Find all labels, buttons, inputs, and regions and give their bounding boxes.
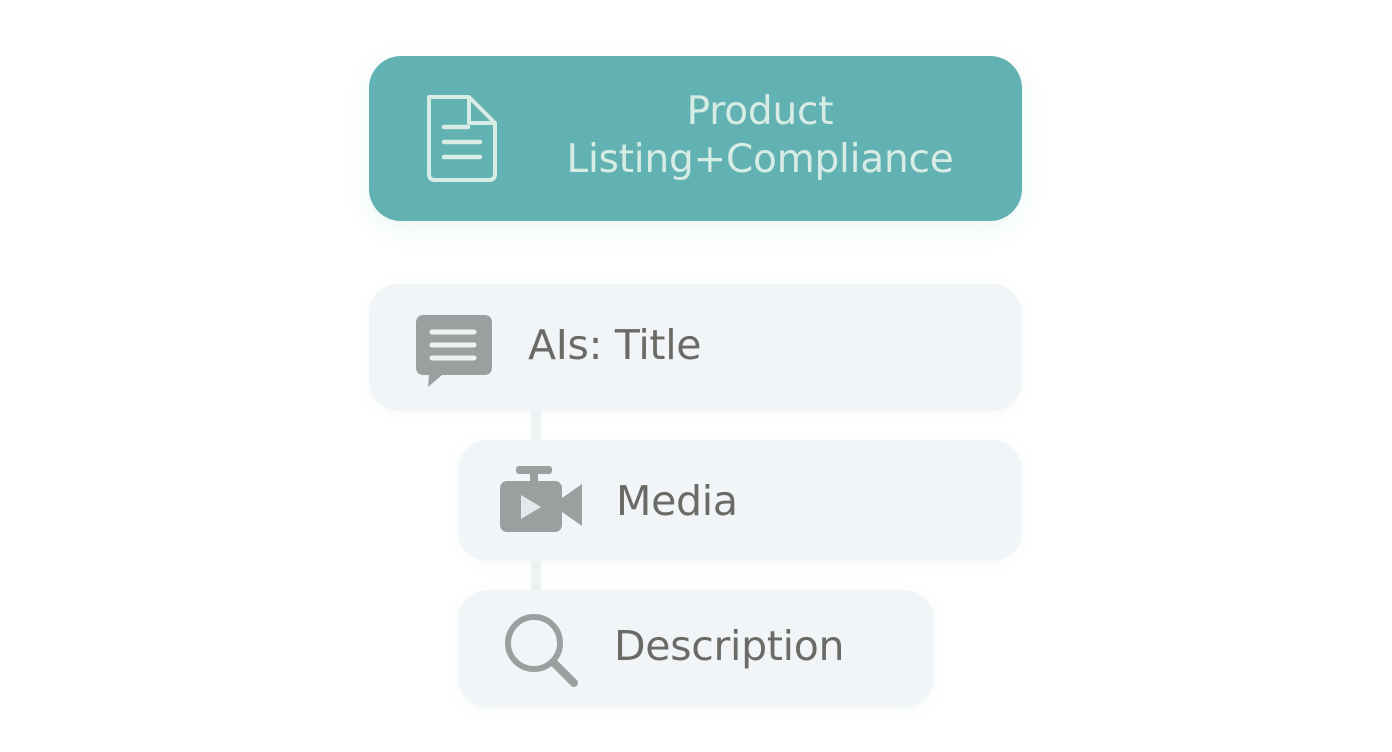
step-label-title: AIs: Title xyxy=(528,321,702,369)
search-icon xyxy=(505,614,578,687)
header-card xyxy=(369,56,1022,221)
header-title-line1: Product xyxy=(686,89,834,134)
connector-line xyxy=(531,410,541,442)
document-icon xyxy=(427,95,497,182)
step-card-description xyxy=(458,590,934,708)
step-label-description: Description xyxy=(614,622,845,670)
header-title-line2: Listing+Compliance xyxy=(566,137,954,182)
chat-icon xyxy=(416,315,492,387)
video-camera-icon xyxy=(500,466,582,532)
connector-line xyxy=(531,560,541,592)
step-label-media: Media xyxy=(616,477,738,525)
header-title: Product Listing+Compliance xyxy=(520,88,1000,184)
